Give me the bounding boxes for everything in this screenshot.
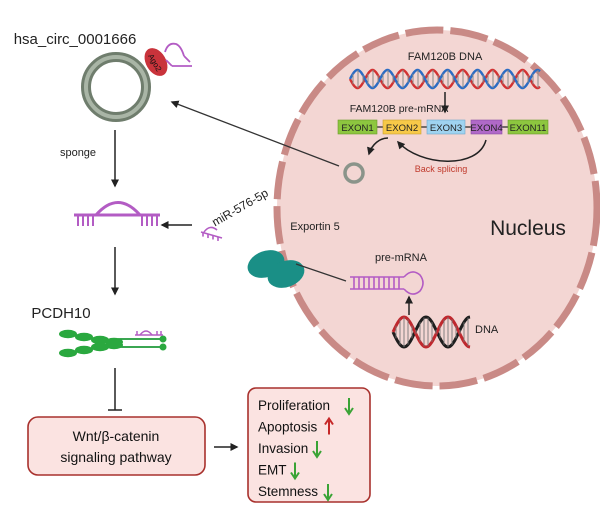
exon1-label: EXON1 [341, 123, 373, 134]
nucleus: Nucleus [273, 26, 600, 390]
down-arrow-icon [290, 462, 300, 481]
pcdh10-label: PCDH10 [31, 305, 90, 322]
back-splicing-arrow [396, 139, 487, 162]
mirna-target-complex [74, 201, 160, 226]
free-mirna [200, 226, 223, 241]
exon4-label: EXON4 [470, 123, 502, 134]
effect-label: Stemness [258, 484, 318, 499]
nucleus-label: Nucleus [490, 217, 566, 240]
circularization-arrow [367, 137, 389, 156]
effect-label: Invasion [258, 441, 308, 456]
down-arrow-icon [312, 441, 322, 459]
wnt-pathway-box: Wnt/β-catenin signaling pathway [27, 416, 206, 476]
ago2-protein: Ago2 [144, 48, 168, 76]
exportin5-channel [247, 250, 305, 288]
pre-mrna-label: pre-mRNA [375, 252, 428, 264]
exon2-label: EXON2 [386, 123, 418, 134]
exportin-label: Exportin 5 [290, 221, 340, 233]
pcdh10-protein [59, 329, 167, 358]
wnt-line2: signaling pathway [60, 449, 171, 465]
back-splicing-label: Back splicing [415, 164, 468, 174]
effect-label: Proliferation [258, 398, 330, 413]
exon3-box [426, 119, 466, 135]
exon11-label: EXON11 [510, 123, 547, 134]
circrna-label: hsa_circ_0001666 [14, 31, 137, 48]
dna-helix [391, 315, 471, 349]
small-circrna [343, 162, 365, 184]
export-arrow [170, 100, 340, 167]
exon1-box [337, 119, 378, 135]
sponge-label: sponge [60, 147, 96, 159]
exon4-box [470, 119, 503, 135]
circrna-ring [81, 52, 151, 122]
export-path-line [295, 263, 347, 282]
wnt-line1: Wnt/β-catenin [73, 428, 160, 444]
fam120b-dna-helix [348, 68, 541, 90]
inhibition-arrow [108, 368, 122, 411]
effect-label: EMT [258, 463, 287, 478]
bound-mirna-small [164, 42, 192, 67]
exon2-box [382, 119, 422, 135]
effect-label: Apoptosis [258, 420, 318, 435]
down-arrow-icon [344, 398, 354, 416]
up-arrow-icon [324, 416, 334, 435]
mirna-label: miR-576-5p [209, 186, 271, 230]
exon3-label: EXON3 [430, 123, 462, 134]
exon-strip: EXON1 EXON2 EXON3 EXON4 EXON11 [337, 119, 549, 135]
exon11-box [507, 119, 549, 135]
dna-label: DNA [475, 324, 499, 336]
fam120b-dna-label: FAM120B DNA [408, 51, 483, 63]
pre-mrna-hairpin [350, 271, 424, 295]
fam120b-premrna-label: FAM120B pre-mRNA [350, 103, 449, 115]
down-arrow-icon [323, 484, 333, 502]
